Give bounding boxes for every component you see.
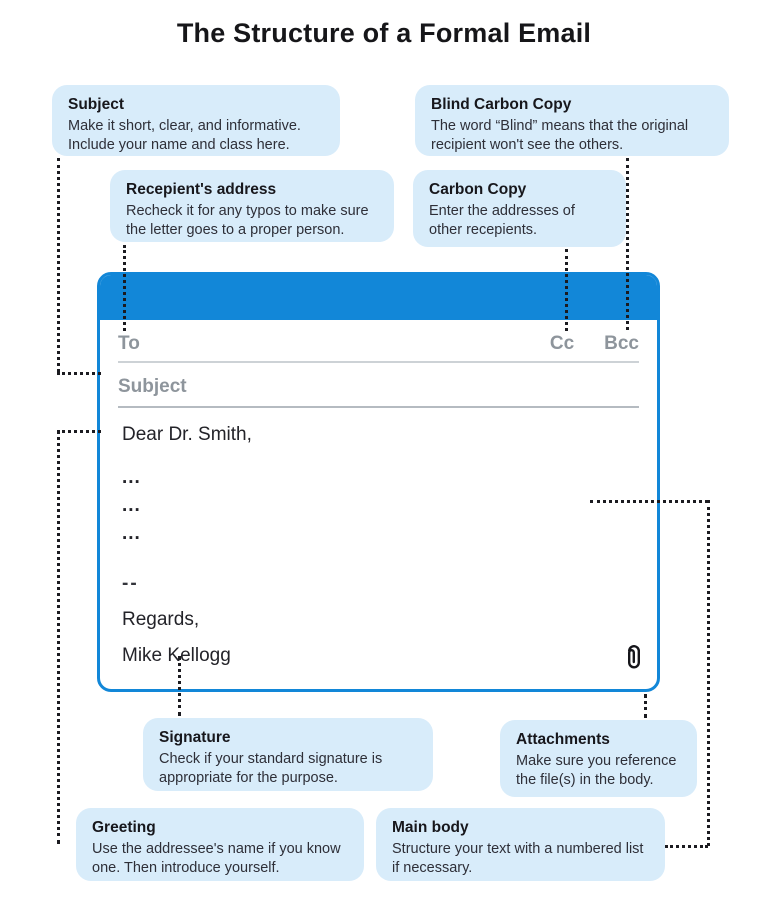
callout-subject-title: Subject	[68, 96, 124, 113]
connector-greeting-horizontal	[57, 430, 101, 433]
callout-carbon-copy: Carbon Copy Enter the addresses of other…	[413, 170, 626, 247]
to-field[interactable]: To Cc Bcc	[118, 320, 639, 363]
connector-signature-vertical	[178, 656, 181, 716]
connector-cc-vertical	[565, 249, 568, 331]
callout-blind-carbon-copy: Blind Carbon Copy The word “Blind” means…	[415, 85, 729, 156]
callout-recipient-address-title: Recepient's address	[126, 181, 277, 198]
callout-recipient-address-body: Recheck it for any typos to make sure th…	[126, 203, 369, 238]
to-label[interactable]: To	[118, 333, 140, 354]
callout-greeting-body: Use the addressee's name if you know one…	[92, 841, 341, 876]
callout-main-body: Main body Structure your text with a num…	[376, 808, 665, 881]
callout-attachments-title: Attachments	[516, 731, 610, 748]
callout-blind-carbon-copy-title: Blind Carbon Copy	[431, 96, 572, 113]
body-ellipsis-line: ...	[122, 523, 141, 544]
callout-main-body-body: Structure your text with a numbered list…	[392, 841, 644, 876]
bcc-button[interactable]: Bcc	[604, 333, 639, 354]
callout-greeting: Greeting Use the addressee's name if you…	[76, 808, 364, 881]
subject-label[interactable]: Subject	[118, 376, 187, 397]
connector-bcc-vertical	[626, 158, 629, 330]
callout-attachments: Attachments Make sure you reference the …	[500, 720, 697, 797]
connector-attachments-vertical	[644, 694, 647, 718]
callout-carbon-copy-body: Enter the addresses of other recepients.	[429, 203, 575, 238]
connector-mainbody-horizontal-bottom	[665, 845, 708, 848]
callout-subject-body: Make it short, clear, and informative. I…	[68, 118, 301, 153]
callout-recipient-address: Recepient's address Recheck it for any t…	[110, 170, 394, 242]
callout-carbon-copy-title: Carbon Copy	[429, 181, 527, 198]
signature-regards-line: Regards,	[122, 609, 200, 630]
connector-subject-horizontal	[57, 372, 101, 375]
cc-button[interactable]: Cc	[549, 333, 575, 354]
body-ellipsis-line: ...	[122, 495, 141, 516]
connector-recipient-vertical	[123, 245, 126, 331]
connector-greeting-vertical	[57, 430, 60, 844]
callout-attachments-body: Make sure you reference the file(s) in t…	[516, 753, 677, 788]
callout-signature: Signature Check if your standard signatu…	[143, 718, 433, 791]
subject-field[interactable]: Subject	[118, 363, 639, 408]
callout-signature-body: Check if your standard signature is appr…	[159, 751, 383, 786]
page-title: The Structure of a Formal Email	[176, 18, 592, 48]
callout-greeting-title: Greeting	[92, 819, 156, 836]
callout-main-body-title: Main body	[392, 819, 469, 836]
signature-divider: --	[122, 573, 139, 594]
email-title-bar	[100, 275, 657, 320]
connector-mainbody-horizontal-top	[590, 500, 708, 503]
email-body[interactable]: Dear Dr. Smith, ... ... ... -- Regards, …	[100, 408, 657, 671]
body-ellipsis-line: ...	[122, 467, 141, 488]
callout-signature-title: Signature	[159, 729, 231, 746]
connector-mainbody-vertical	[707, 500, 710, 846]
connector-subject-vertical	[57, 158, 60, 372]
callout-subject: Subject Make it short, clear, and inform…	[52, 85, 340, 156]
paperclip-icon[interactable]	[624, 641, 644, 678]
callout-blind-carbon-copy-body: The word “Blind” means that the original…	[431, 118, 689, 153]
greeting-line: Dear Dr. Smith,	[122, 424, 252, 445]
email-window: To Cc Bcc Subject Dear Dr. Smith, ... ..…	[97, 272, 660, 692]
signature-name-line: Mike Kellogg	[122, 645, 231, 666]
